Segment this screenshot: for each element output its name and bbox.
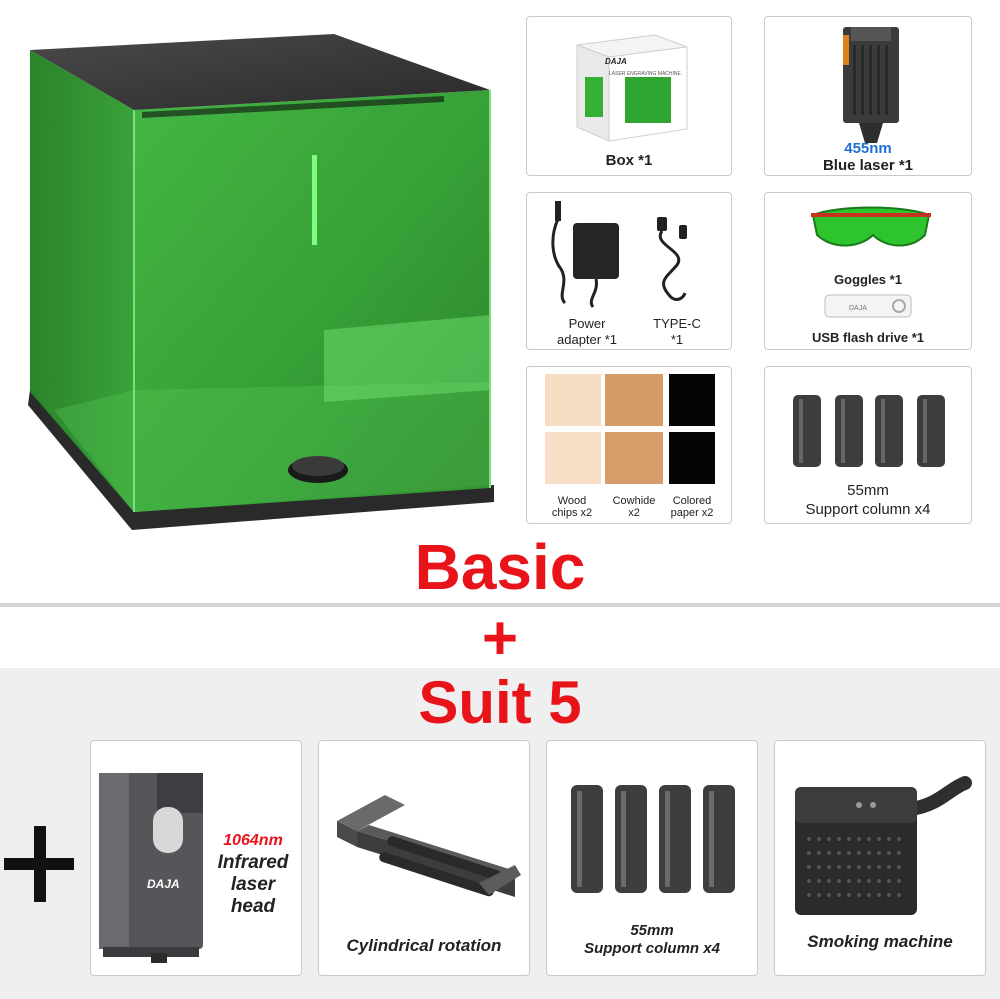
laser-wavelength: 455nm [844, 140, 892, 157]
infrared-brand: DAJA [147, 877, 180, 891]
usb-tag: DAJA [849, 305, 867, 312]
materials-card: Wood chips x2 Cowhide x2 Colored paper x… [526, 366, 732, 524]
laser-module-icon [843, 27, 899, 143]
infrared-head-card: DAJA 1064nm Infrared laser head [90, 740, 302, 976]
goggles-icon [811, 206, 931, 247]
rotation-roller-icon [337, 795, 521, 897]
suit-columns-card: 55mm Support column x4 [546, 740, 758, 976]
usb-drive-icon [824, 294, 912, 318]
power-card: Power adapter *1 TYPE-C *1 [526, 192, 732, 350]
power-adapter-label-1: Power [568, 316, 606, 331]
wood-label-2: chips x2 [551, 507, 593, 519]
wood-chip-1 [545, 374, 601, 426]
blue-laser-card: 455nm Blue laser *1 [764, 16, 972, 176]
smoking-machine-icon [795, 776, 972, 915]
rotation-card: Cylindrical rotation [318, 740, 530, 976]
cowhide-1 [605, 374, 663, 426]
columns-size-label: 55mm [847, 482, 889, 499]
infrared-label-2: Infrared [217, 852, 289, 873]
smoking-machine-card: Smoking machine [774, 740, 986, 976]
support-columns-card: 55mm Support column x4 [764, 366, 972, 524]
infrared-head-icon [99, 773, 203, 963]
box-card: DAJA LASER ENGRAVING MACHINE Box *1 [526, 16, 732, 176]
type-c-cable-icon [657, 217, 687, 301]
rotation-label: Cylindrical rotation [346, 936, 502, 955]
divider [0, 603, 1000, 607]
colored-paper-2 [669, 432, 715, 484]
box-brand: DAJA [605, 57, 627, 66]
usb-label: USB flash drive *1 [812, 330, 924, 345]
goggles-card: Goggles *1 DAJA USB flash drive *1 [764, 192, 972, 350]
laser-engraver-image [24, 30, 499, 545]
suit-columns-size: 55mm [630, 922, 674, 939]
infrared-label-4: head [230, 896, 276, 917]
cowhide-label-2: x2 [628, 507, 640, 519]
cowhide-2 [605, 432, 663, 484]
goggles-label: Goggles *1 [834, 272, 902, 287]
colored-label-1: Colored [672, 495, 712, 507]
suit-title: Suit 5 [418, 669, 582, 736]
box-icon [576, 34, 688, 142]
wood-label-1: Wood [557, 495, 587, 507]
colored-label-2: paper x2 [670, 507, 714, 519]
suit-columns-icon [571, 785, 735, 893]
black-plus-icon [4, 826, 74, 902]
suit-columns-label: Support column x4 [584, 940, 720, 957]
wood-chip-2 [545, 432, 601, 484]
basic-headline: Basic [414, 531, 586, 603]
smoking-machine-label: Smoking machine [807, 932, 953, 951]
power-adapter-label-2: adapter *1 [557, 332, 617, 347]
type-c-label-1: TYPE-C [653, 316, 701, 331]
box-print-label: LASER ENGRAVING MACHINE [609, 71, 681, 77]
colored-paper-1 [669, 374, 715, 426]
columns-label: Support column x4 [805, 501, 931, 518]
power-adapter-icon [551, 201, 619, 308]
infrared-wavelength: 1064nm [223, 832, 283, 849]
blue-laser-label: Blue laser *1 [822, 157, 914, 174]
support-columns-icon [793, 395, 945, 467]
box-label: Box *1 [605, 152, 653, 169]
type-c-label-2: *1 [670, 332, 684, 347]
plus-symbol: + [481, 604, 519, 673]
infrared-label-3: laser [230, 874, 276, 895]
cowhide-label-1: Cowhide [612, 495, 656, 507]
